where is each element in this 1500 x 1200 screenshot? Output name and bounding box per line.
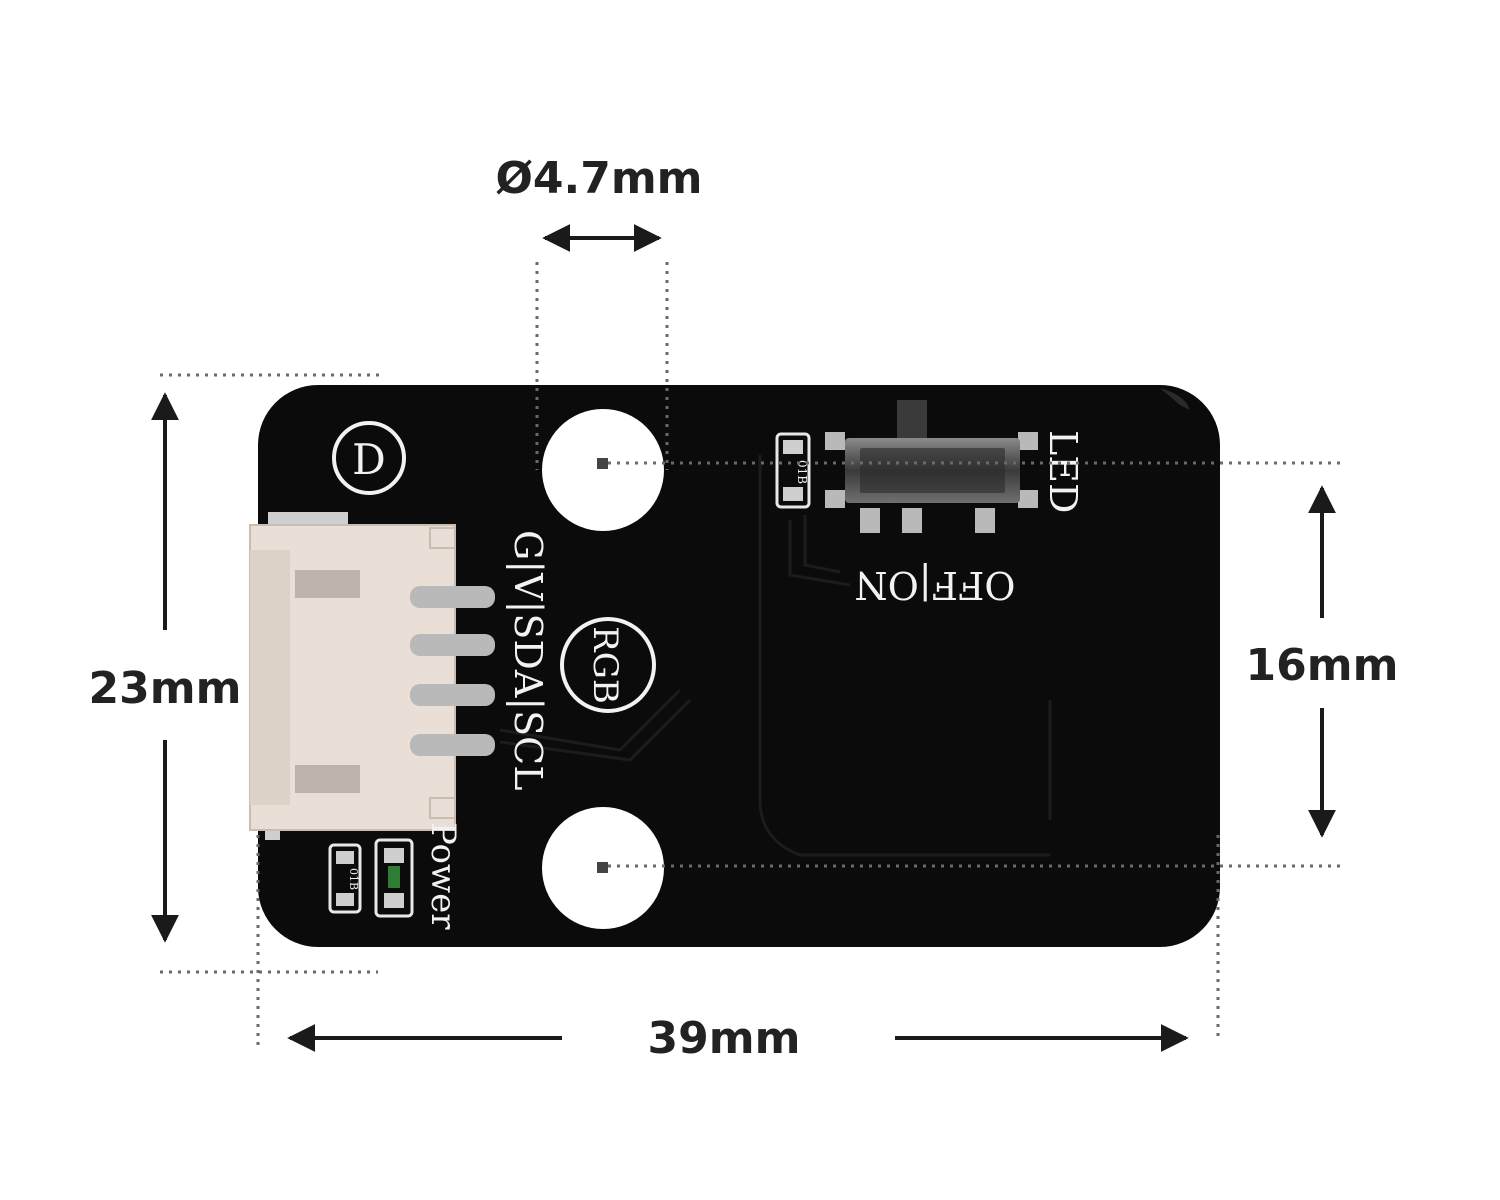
- hole-spacing-label: 16mm: [1246, 640, 1399, 691]
- power-resistor: 01B: [328, 843, 362, 914]
- corner-badge-text: D: [352, 435, 386, 484]
- corner-badge: D: [332, 421, 406, 495]
- hole-diameter-label: Ø4.7mm: [495, 153, 702, 204]
- rgb-badge-text: RGB: [585, 626, 625, 704]
- jst-connector: [249, 512, 456, 840]
- height-label: 23mm: [89, 663, 242, 714]
- switch-label: OFF|ON: [854, 563, 1015, 607]
- power-resistor-code: 01B: [347, 868, 360, 890]
- resistor-top-code: 01B: [795, 460, 809, 484]
- pin-4: [410, 734, 495, 756]
- power-label: Power: [423, 822, 463, 930]
- connector-pins: [410, 586, 495, 756]
- width-label: 39mm: [648, 1013, 801, 1064]
- pin-labels: G|V|SDA|SCL: [506, 530, 550, 791]
- mounting-hole-top: [542, 409, 664, 531]
- pin-3: [410, 684, 495, 706]
- hole-center-top: [597, 458, 608, 469]
- rgb-badge: RGB: [560, 617, 656, 713]
- power-led: [374, 838, 414, 918]
- resistor-top: 01B: [775, 432, 811, 509]
- hole-center-bottom: [597, 862, 608, 873]
- pin-1: [410, 586, 495, 608]
- pin-2: [410, 634, 495, 656]
- slide-switch: [825, 400, 1038, 533]
- dimension-guides: [160, 262, 1345, 1050]
- pcb-traces: [499, 455, 1052, 857]
- led-label: LED: [1041, 430, 1085, 513]
